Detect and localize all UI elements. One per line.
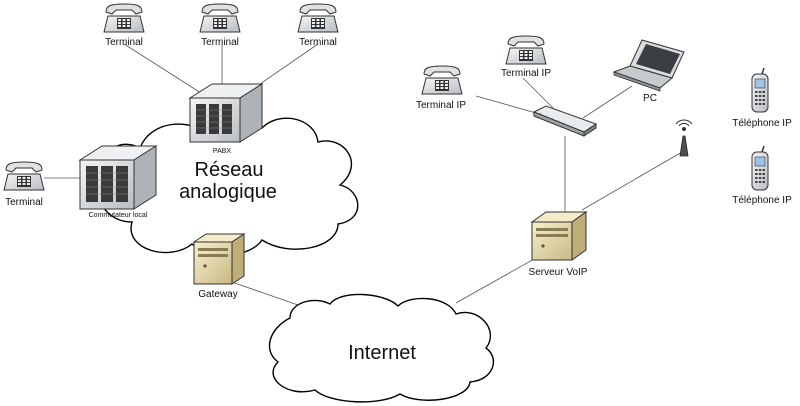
network-switch — [532, 105, 598, 137]
pabx-device: PABX — [188, 83, 264, 155]
terminal-ip-left: Terminal IP — [416, 65, 466, 111]
voip-server-device: Serveur VoIP — [529, 211, 588, 278]
analog-cloud-title-2: analogique — [179, 181, 277, 203]
terminal-top-3-label: Terminal — [299, 37, 337, 48]
pc-label: PC — [643, 93, 657, 104]
internet-cloud-title: Internet — [348, 342, 416, 364]
voip-server-label: Serveur VoIP — [529, 267, 588, 278]
telephone-ip-2-label: Téléphone IP — [732, 195, 792, 206]
wireless-access-point-icon — [675, 119, 693, 157]
terminal-top-1: Terminal — [103, 3, 145, 48]
terminal-top-3: Terminal — [297, 3, 339, 48]
terminal-ip-top-label: Terminal IP — [501, 68, 551, 79]
telephone-ip-1-label: Téléphone IP — [732, 118, 792, 129]
terminal-left: Terminal — [3, 161, 45, 208]
terminal-top-2: Terminal — [199, 3, 241, 48]
terminal-top-2-label: Terminal — [201, 37, 239, 48]
connection-lines — [44, 43, 683, 313]
commutateur-label: Commutateur local — [89, 212, 148, 219]
gateway-device: Gateway — [192, 233, 246, 300]
terminal-left-label: Terminal — [5, 197, 43, 208]
pc-laptop: PC — [612, 39, 685, 104]
telephone-ip-1: Téléphone IP — [732, 67, 792, 129]
terminal-ip-top: Terminal IP — [501, 35, 551, 79]
commutateur-local-device: Commutateur local — [78, 145, 158, 219]
internet-cloud: Internet — [268, 293, 495, 403]
terminal-ip-left-label: Terminal IP — [416, 100, 466, 111]
pabx-label: PABX — [213, 148, 231, 155]
telephone-ip-2: Téléphone IP — [732, 145, 792, 206]
terminal-top-1-label: Terminal — [105, 37, 143, 48]
analog-cloud-title-1: Réseau — [195, 159, 264, 181]
gateway-label: Gateway — [198, 289, 237, 300]
